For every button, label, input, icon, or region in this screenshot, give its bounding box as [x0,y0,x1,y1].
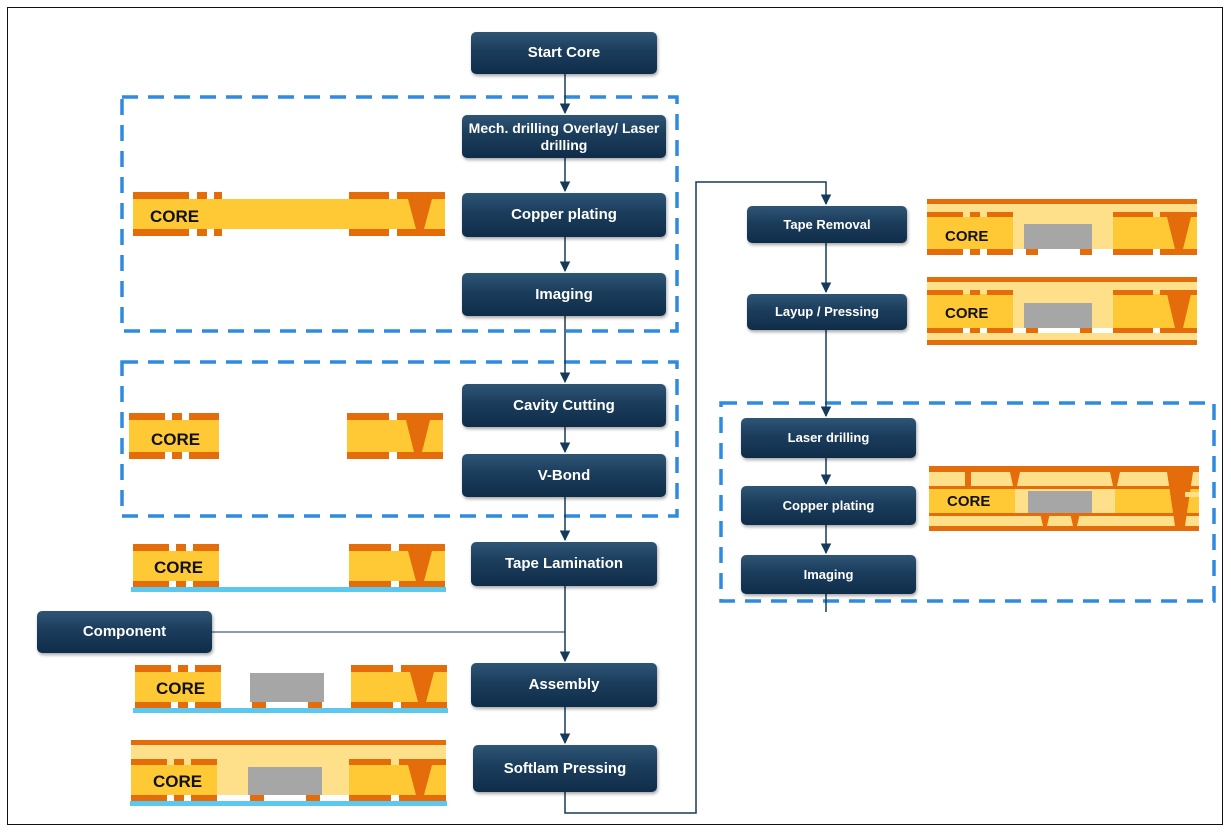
core-label: CORE [153,772,202,791]
step-label: Tape Lamination [504,555,624,572]
step-cavity-cutting: Cavity Cutting [462,384,666,427]
step-label: Layup / Pressing [774,304,880,320]
step-v-bond: V-Bond [462,454,666,497]
step-label: Imaging [803,566,854,582]
step-label: Copper plating [511,206,617,223]
core-label: CORE [945,305,988,322]
step-mech-drilling: Mech. drilling Overlay/ Laser drilling [462,115,666,158]
step-imaging-1: Imaging [462,273,666,316]
step-softlam-pressing: Softlam Pressing [473,745,657,792]
cross-section-layup: CORE [927,277,1197,345]
core-label: CORE [945,228,988,245]
cross-section-plated-core: CORE [133,192,445,236]
step-assembly: Assembly [471,663,657,707]
step-component: Component [37,611,212,653]
step-layup-pressing: Layup / Pressing [747,294,907,330]
step-tape-removal: Tape Removal [747,206,907,243]
cross-section-final: CORE [929,466,1199,531]
step-label: Start Core [527,44,601,61]
step-label: Imaging [535,285,593,303]
group-drilling-plating-imaging [120,95,679,333]
step-label: Cavity Cutting [513,396,615,414]
core-label: CORE [947,493,990,510]
embedded-component [1028,491,1092,513]
cross-section-tape-removal: CORE [927,199,1197,255]
step-label: Mech. drilling Overlay/ Laser drilling [468,119,660,153]
cross-section-tape-lamination: CORE [131,544,446,592]
step-laser-drilling: Laser drilling [741,418,916,458]
embedded-component [248,767,322,795]
cross-section-cavity-cut: CORE [129,413,443,459]
step-label: V-Bond [537,466,591,484]
embedded-component [1024,303,1092,328]
step-label: Component [82,623,167,640]
diagram-frame [7,7,1223,825]
step-label: Tape Removal [783,216,871,232]
step-label: Assembly [528,676,600,693]
step-imaging-2: Imaging [741,555,916,594]
connector-to-right-column [564,181,832,814]
cross-section-assembly: CORE [133,665,448,713]
step-label: Laser drilling [787,430,870,446]
core-label: CORE [151,430,200,449]
step-tape-lamination: Tape Lamination [471,542,657,586]
step-label: Softlam Pressing [503,759,627,777]
group-laser-plating-imaging [719,401,1216,603]
core-label: CORE [154,558,203,577]
embedded-component [250,673,324,702]
cross-section-softlam: CORE [130,740,447,806]
step-copper-plating-2: Copper plating [741,486,916,525]
core-label: CORE [150,207,199,226]
embedded-component [1024,224,1092,249]
step-start-core: Start Core [471,32,657,74]
step-label: Copper plating [782,497,875,513]
group-cavity-vbond [120,360,679,518]
step-copper-plating-1: Copper plating [462,193,666,237]
core-label: CORE [156,679,205,698]
